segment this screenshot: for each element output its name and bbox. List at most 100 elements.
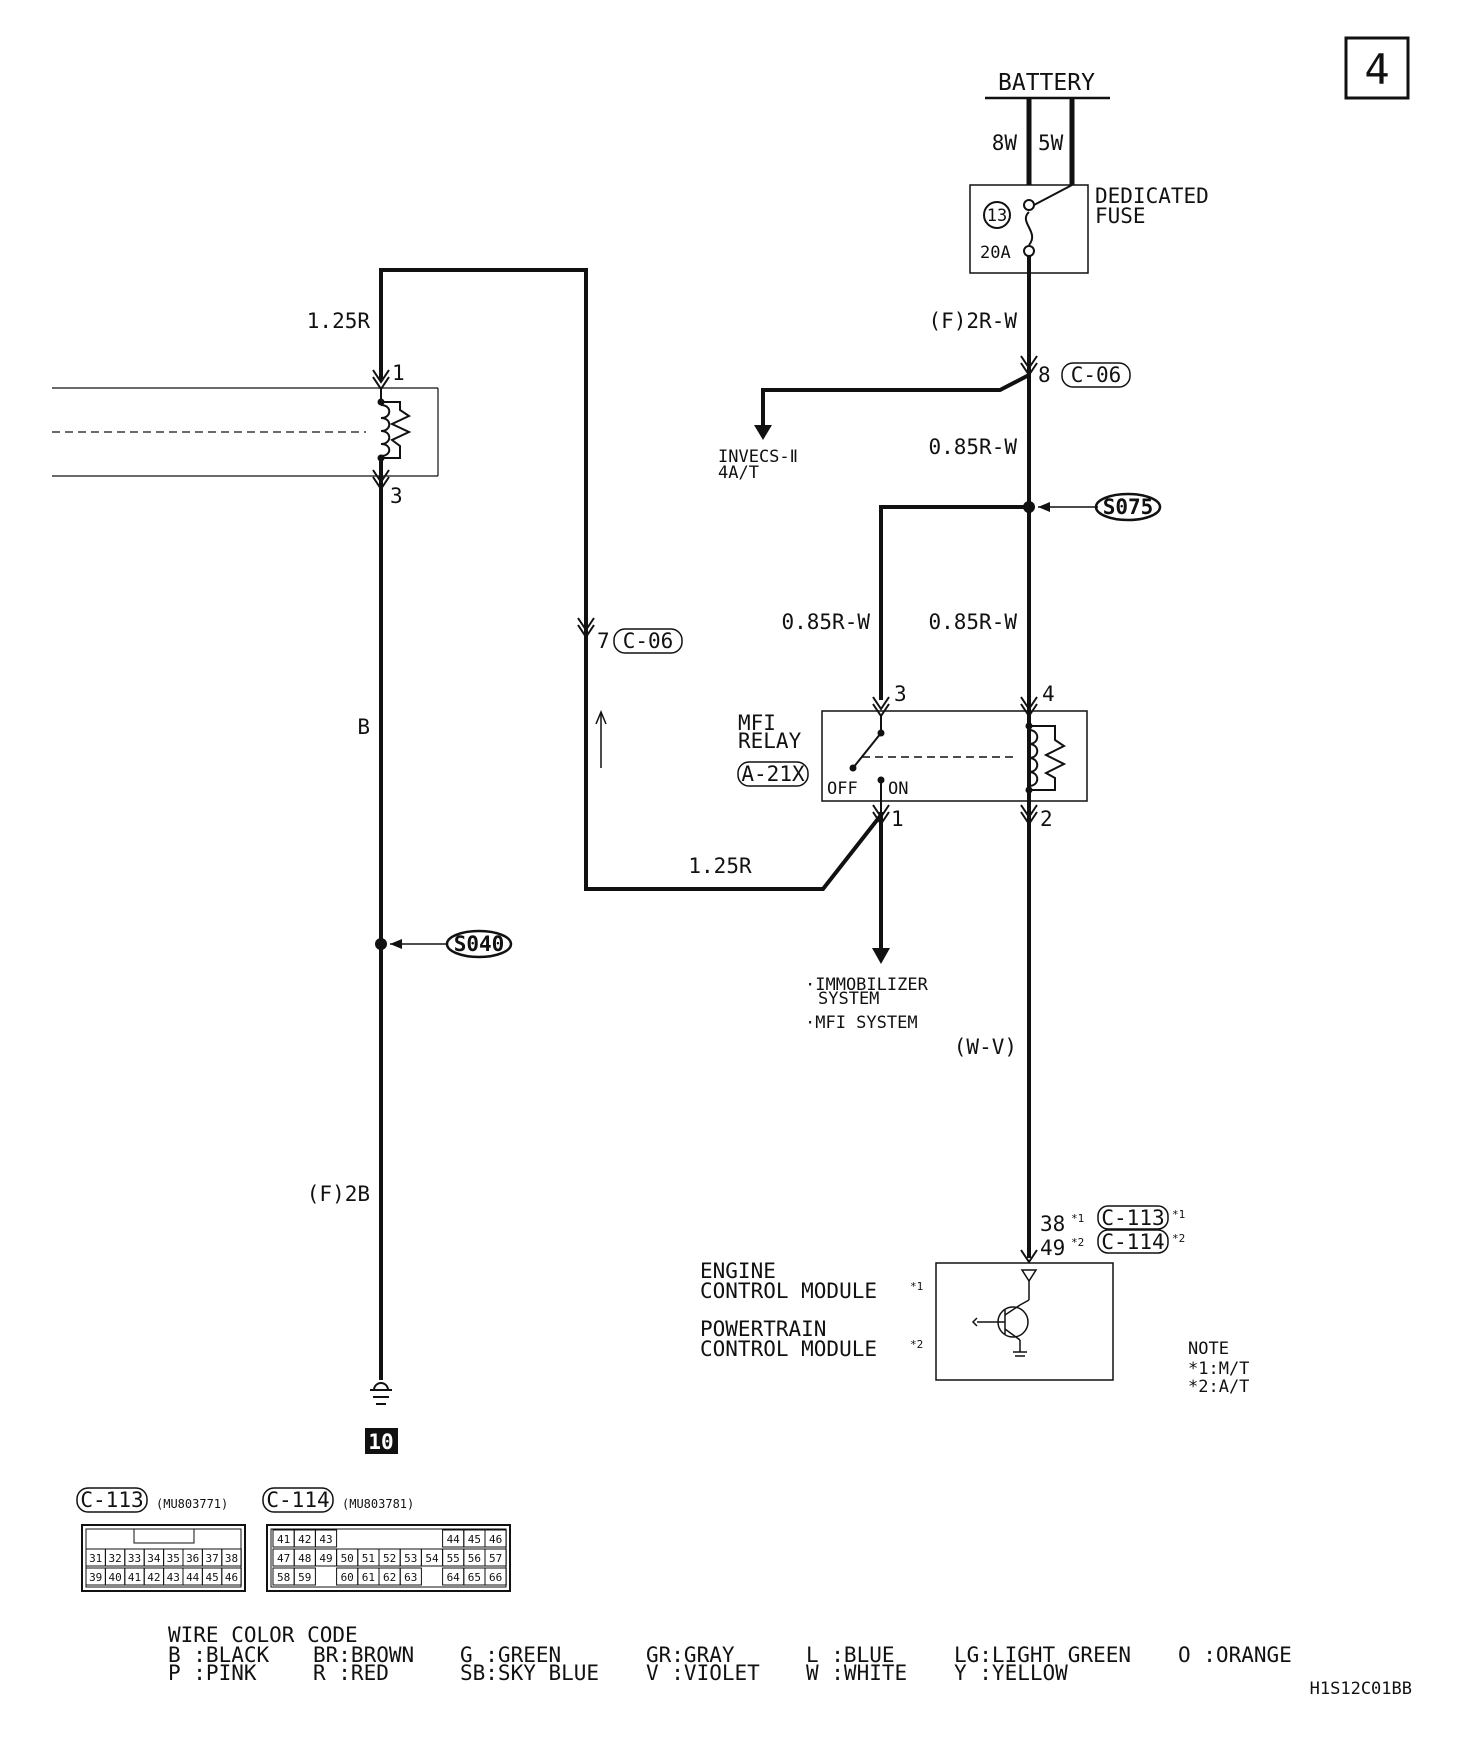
fuse-number: 13	[987, 206, 1007, 226]
relay-connector-label: A-21X	[741, 762, 805, 786]
ground-symbol: 10	[365, 1382, 398, 1454]
relay-on-label: ON	[888, 779, 908, 799]
ecm-pin38: 38	[1040, 1212, 1065, 1236]
c113-pin-34: 34	[147, 1552, 161, 1565]
ecm-label-2: CONTROL MODULE	[700, 1279, 877, 1303]
fuse-label-2: FUSE	[1095, 204, 1146, 228]
wire-label-ecm: (W-V)	[954, 1035, 1017, 1059]
relay-resistor	[1029, 725, 1067, 791]
wire-color-wcc-row2-3: V :VIOLET	[646, 1661, 760, 1685]
c113-pin-37: 37	[205, 1552, 218, 1565]
c114-pin-61: 61	[362, 1571, 375, 1584]
wire-color-wcc-row1-0: B :BLACK	[168, 1643, 270, 1667]
battery: BATTERY 8W 5W	[985, 70, 1110, 185]
wire-label-relay-pin3: 0.85R-W	[781, 610, 870, 634]
c113-pin-36: 36	[186, 1552, 199, 1565]
ecm-pin49-sup: *2	[1071, 1236, 1084, 1249]
wire-label-ground-f: (F)2B	[307, 1182, 370, 1206]
note-title: NOTE	[1188, 1339, 1229, 1359]
c114-pin-46: 46	[489, 1533, 502, 1546]
c114-pin-48: 48	[298, 1552, 311, 1565]
c114-pin-55: 55	[447, 1552, 460, 1565]
c114-pin-52: 52	[383, 1552, 396, 1565]
relay-connector-badge	[737, 761, 809, 787]
mfi-relay: 3 4 OFF ON MFI RELAY A-21X 1 2	[737, 682, 1088, 831]
c06-pin7-connector: C-06	[623, 629, 674, 653]
c114-pin-49: 49	[319, 1552, 332, 1565]
c114-pin-54: 54	[425, 1552, 439, 1565]
wire-label-5w: 5W	[1038, 131, 1064, 155]
c114-pin-66: 66	[489, 1571, 502, 1584]
c06-pin7-label: 7	[597, 629, 610, 653]
dedicated-fuse: 13 20A DEDICATED FUSE	[969, 184, 1209, 274]
fuse-rating: 20A	[980, 243, 1011, 263]
wire-color-wcc-row1-1: BR:BROWN	[313, 1643, 414, 1667]
c114-view-part: (MU803781)	[342, 1497, 414, 1511]
c114-pin-44: 44	[447, 1533, 461, 1546]
diagram-code: H1S12C01BB	[1310, 1679, 1412, 1699]
c113-pin-40: 40	[108, 1571, 121, 1584]
wire-color-wcc-row2-1: R :RED	[313, 1661, 389, 1685]
relay-pin3-label: 3	[894, 682, 907, 706]
pcm-label-2: CONTROL MODULE	[700, 1337, 877, 1361]
immobilizer-label-2: SYSTEM	[818, 989, 879, 1009]
ecm-connector-pins: 38 *1 C-113 *1 49 *2 C-114 *2	[1020, 1205, 1185, 1264]
wire-label-relay-out: 1.25R	[688, 854, 752, 878]
c06-pin7: 7 C-06	[577, 617, 683, 768]
wire-label-fuse-out: (F)2R-W	[928, 309, 1017, 333]
page-number-box: 4	[1344, 36, 1410, 100]
pcm-sup2: *2	[910, 1338, 923, 1351]
c114-pin-47: 47	[277, 1552, 290, 1565]
c06-connector-badge	[1061, 362, 1131, 388]
ecm-sup1: *1	[910, 1280, 923, 1293]
wire-color-wcc-row2-4: W :WHITE	[806, 1661, 907, 1685]
wire-label-trunk-upper: 0.85R-W	[928, 435, 1017, 459]
wire-color-wcc-row1-3: GR:GRAY	[646, 1643, 735, 1667]
ground-number: 10	[368, 1430, 393, 1454]
relay-pin2-label: 2	[1040, 807, 1053, 831]
left-relay-coil-component: 1 3	[52, 361, 439, 508]
c114-pin-62: 62	[383, 1571, 396, 1584]
c113-pin-32: 32	[108, 1552, 121, 1565]
wire-label-ground: B	[357, 715, 370, 739]
relay-coil	[1028, 729, 1039, 787]
c113-pin-44: 44	[186, 1571, 200, 1584]
c113-view-part: (MU803771)	[156, 1497, 228, 1511]
ecm-pin38-sup: *1	[1071, 1212, 1084, 1225]
c113-pin-33: 33	[128, 1552, 141, 1565]
engine-control-module	[935, 1262, 1114, 1381]
s075-label: S075	[1103, 495, 1154, 519]
c114-pin-64: 64	[447, 1571, 461, 1584]
wire-label-8w: 8W	[992, 131, 1018, 155]
c114-pin-50: 50	[341, 1552, 354, 1565]
c114-badge: C-114	[1101, 1230, 1164, 1254]
wire-label-top-loop: 1.25R	[307, 309, 371, 333]
c113-badge: C-113	[1101, 1206, 1164, 1230]
c114-sup: *2	[1172, 1232, 1185, 1245]
wire-color-title: WIRE COLOR CODE	[168, 1623, 358, 1647]
c114-pin-53: 53	[404, 1552, 417, 1565]
c114-pin-63: 63	[404, 1571, 417, 1584]
ecm-pin49: 49	[1040, 1236, 1065, 1260]
relay-off-label: OFF	[827, 779, 858, 799]
battery-label: BATTERY	[998, 70, 1095, 96]
fuse-label-1: DEDICATED	[1095, 184, 1209, 208]
c114-pin-42: 42	[298, 1533, 311, 1546]
mfi-system-label: ·MFI SYSTEM	[805, 1013, 918, 1033]
c114-pin-56: 56	[468, 1552, 481, 1565]
wire-color-wcc-row2-2: SB:SKY BLUE	[460, 1661, 599, 1685]
wire-color-wcc-row1-4: L :BLUE	[806, 1643, 895, 1667]
c114-pin-51: 51	[362, 1552, 375, 1565]
c114-pin-45: 45	[468, 1533, 481, 1546]
c114-pin-41: 41	[277, 1533, 290, 1546]
c06-pin8-label: 8	[1038, 363, 1051, 387]
fuse-number-circle	[983, 201, 1011, 229]
splice-s075: S075	[1023, 492, 1162, 522]
invecs-label-2: 4A/T	[718, 463, 759, 483]
wire-label-relay-pin4: 0.85R-W	[928, 610, 1017, 634]
wire-color-wcc-row2-5: Y :YELLOW	[954, 1661, 1068, 1685]
